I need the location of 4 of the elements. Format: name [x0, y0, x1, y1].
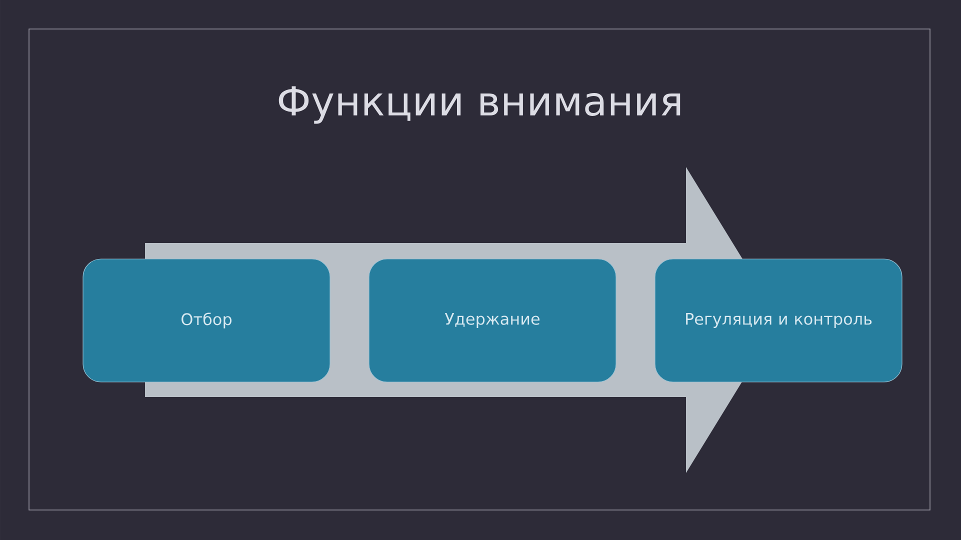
process-box: Регуляция и контроль [654, 258, 902, 382]
process-box: Удержание [368, 258, 616, 382]
process-box: Отбор [82, 258, 330, 382]
title: Функции внимания [278, 86, 680, 124]
